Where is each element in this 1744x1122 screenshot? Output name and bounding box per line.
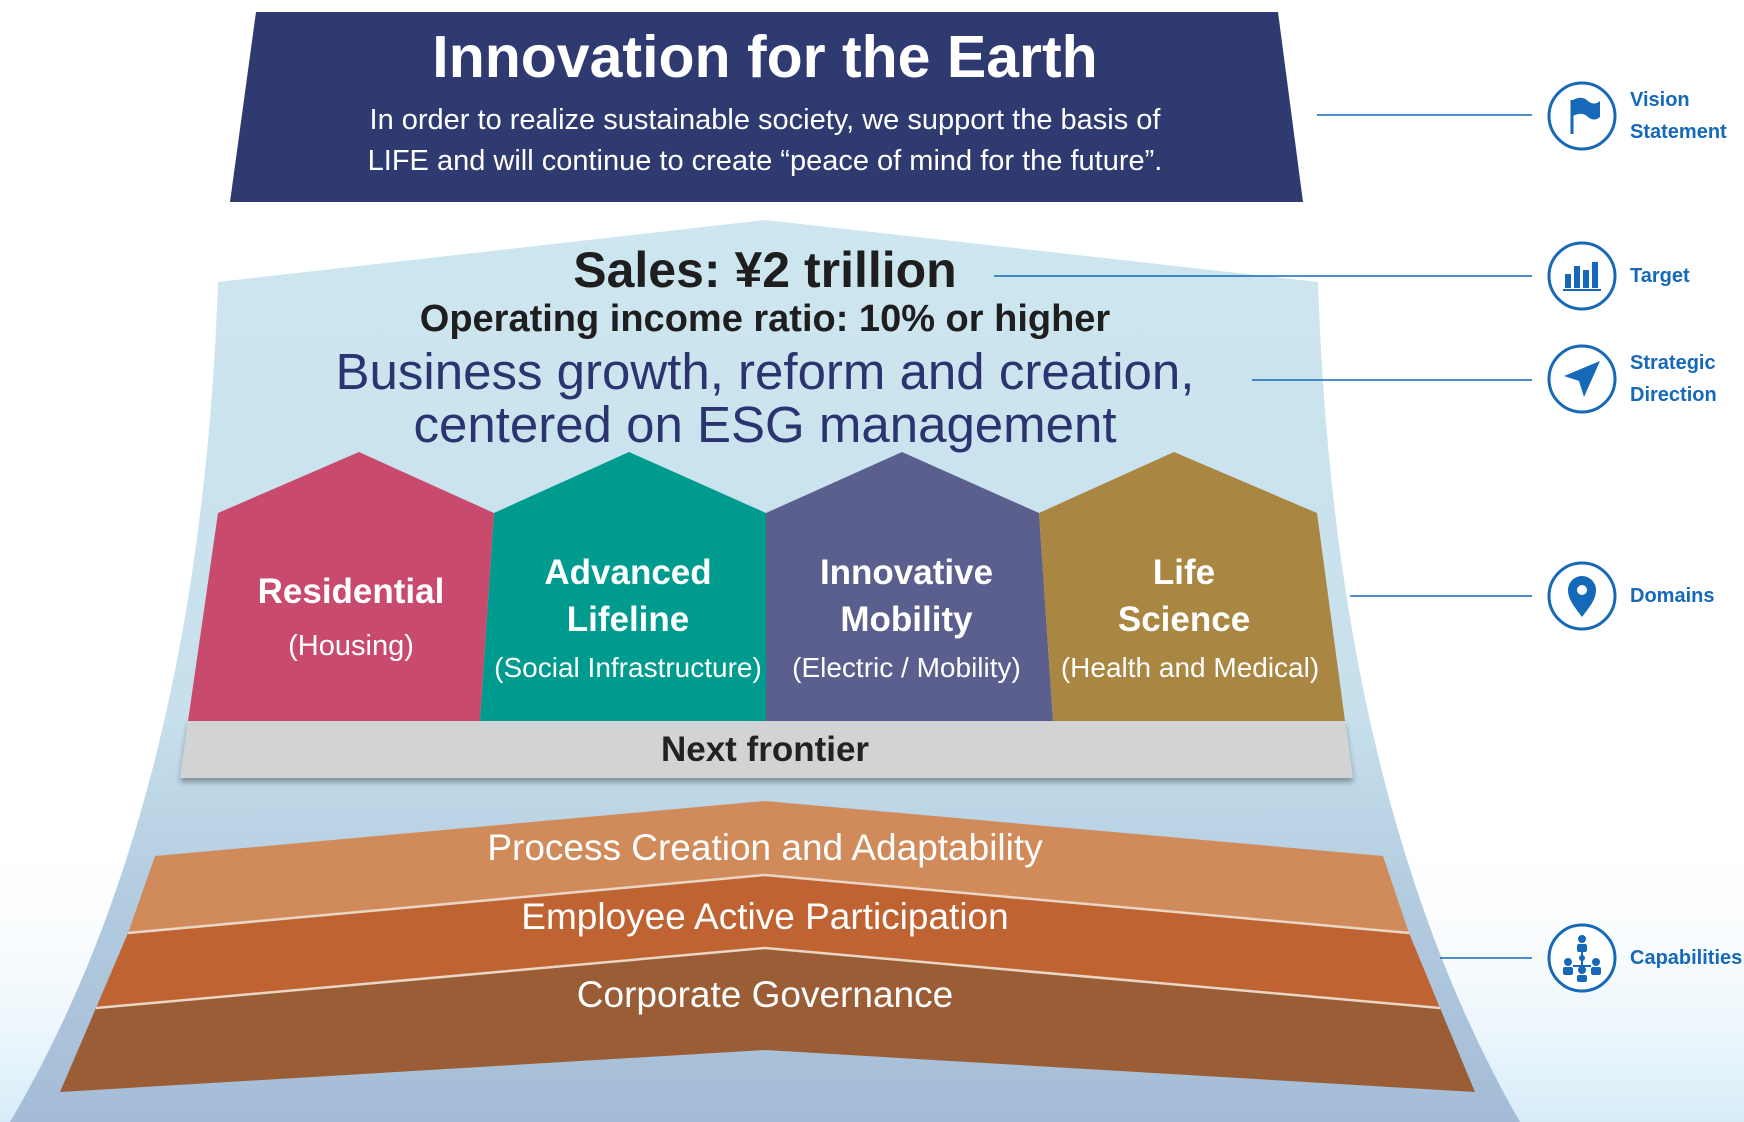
capability-divider-lower [95,946,1441,1010]
legend-domains: Domains [1630,585,1715,607]
navigation-arrow-icon [1547,344,1617,414]
domain-mobility-title-line-2: Mobility [840,600,973,639]
vision-banner [230,12,1303,202]
legend-strategic-direction-line-2: Direction [1630,384,1717,406]
vision-description: In order to realize sustainable society,… [230,100,1300,182]
strategic-direction: Business growth, reform and creation, ce… [230,345,1300,451]
capability-participation-label: Employee Active Participation [521,896,1009,937]
people-network-icon [1547,923,1617,993]
strategic-direction-line-1: Business growth, reform and creation, [335,343,1195,400]
legend-capabilities: Capabilities [1630,947,1743,969]
legend-strategic-direction: Strategic Direction [1630,347,1717,411]
domain-life-science-title-line-2: Science [1117,600,1251,639]
legend-target: Target [1630,265,1690,287]
domain-lifeline-subtitle: (Social Infrastructure) [494,652,762,683]
vision-title: Innovation for the Earth [432,24,1098,90]
next-frontier-bar [180,721,1353,778]
map-pin-icon [1547,561,1617,631]
next-frontier-label: Next frontier [660,730,870,769]
domain-life-science-subtitle: (Health and Medical) [1060,652,1320,683]
legend-vision-statement-line-1: Vision [1630,89,1690,111]
target-income-ratio: Operating income ratio: 10% or higher [419,298,1111,340]
domain-mobility-title-line-1: Innovative [819,553,994,592]
target-sales: Sales: ¥2 trillion [573,242,957,298]
domain-house-residential [188,452,494,721]
legend-vision-statement: Vision Statement [1630,84,1727,148]
domain-house-mobility [766,452,1053,721]
capability-band-governance [60,948,1475,1092]
capability-band-process [128,801,1409,933]
vision-description-line-2: LIFE and will continue to create “peace … [367,145,1163,177]
capability-divider-upper [127,873,1410,935]
domain-residential-title: Residential [257,572,445,611]
domain-house-lifeline [480,452,766,721]
domain-mobility-subtitle: (Electric / Mobility) [792,652,1021,683]
domain-residential-subtitle: (Housing) [288,630,414,662]
domain-life-science-title-line-1: Life [1152,553,1216,592]
domain-lifeline-title-line-1: Advanced [544,553,712,592]
vision-description-line-1: In order to realize sustainable society,… [369,104,1161,136]
capability-governance-label: Corporate Governance [576,974,954,1015]
capability-process-label: Process Creation and Adaptability [487,827,1043,868]
legend-vision-statement-line-2: Statement [1630,121,1727,143]
legend-strategic-direction-line-1: Strategic [1630,352,1716,374]
capability-band-participation [96,875,1440,1008]
bar-chart-icon [1547,241,1617,311]
domain-lifeline-title-line-2: Lifeline [566,600,690,639]
flag-icon [1547,81,1617,151]
domain-house-life-science [1039,452,1345,721]
strategic-direction-line-2: centered on ESG management [413,396,1117,453]
